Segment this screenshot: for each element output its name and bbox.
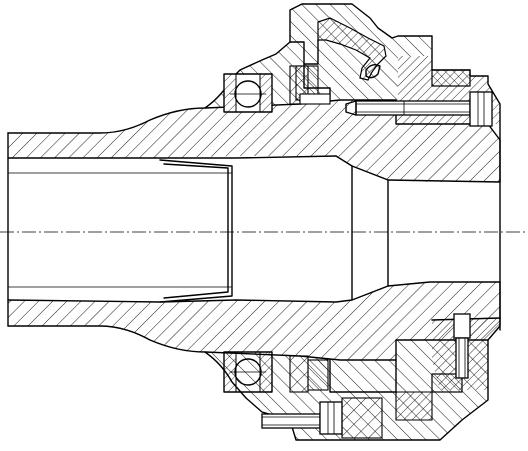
flange-ring-upper bbox=[431, 69, 471, 87]
socket-head-screw-icon bbox=[345, 91, 493, 127]
socket-head-screw-icon bbox=[453, 313, 471, 379]
sleeve-insert bbox=[159, 159, 233, 303]
clamp-ring-lower bbox=[395, 391, 433, 421]
spacer-ring-lower bbox=[307, 359, 329, 391]
spindle-shaft-upper bbox=[8, 100, 500, 182]
socket-head-screw-icon bbox=[261, 401, 343, 435]
spindle-shaft-lower bbox=[8, 282, 500, 360]
retaining-nut-lower bbox=[289, 355, 309, 393]
clamp-jaw-upper bbox=[317, 17, 387, 81]
cover-plate-lower bbox=[341, 397, 383, 439]
flange-ring-lower bbox=[431, 373, 463, 393]
locating-pin-upper bbox=[299, 93, 331, 105]
